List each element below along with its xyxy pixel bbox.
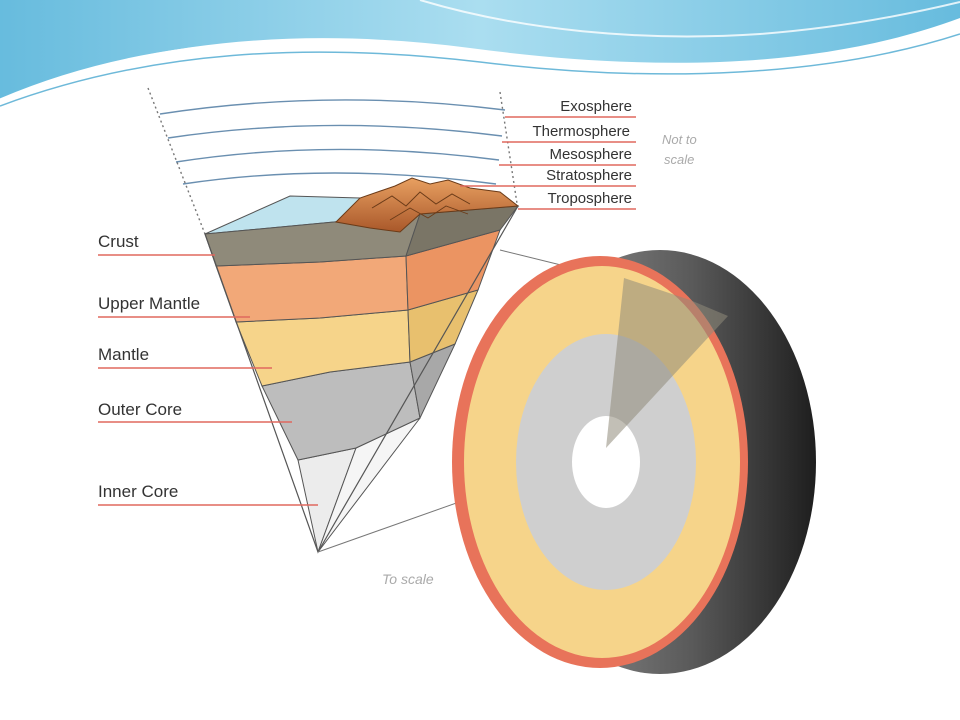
label-outer-core: Outer Core bbox=[98, 400, 182, 419]
atmosphere-label-lines bbox=[460, 116, 636, 210]
label-inner-core: Inner Core bbox=[98, 482, 178, 501]
scale-notes: Not to scale To scale bbox=[382, 132, 697, 587]
label-mesosphere: Mesosphere bbox=[549, 146, 632, 163]
label-troposphere: Troposphere bbox=[548, 190, 633, 207]
earth-label-lines bbox=[98, 254, 318, 506]
header-wave-decoration bbox=[0, 0, 960, 107]
label-thermosphere: Thermosphere bbox=[532, 123, 630, 140]
atmosphere-labels: Exosphere Thermosphere Mesosphere Strato… bbox=[532, 98, 632, 207]
label-exosphere: Exosphere bbox=[560, 98, 632, 115]
atmosphere-arcs bbox=[147, 87, 519, 235]
label-mantle: Mantle bbox=[98, 345, 149, 364]
note-not-to-scale-line1: Not to bbox=[662, 132, 697, 147]
note-to-scale: To scale bbox=[382, 571, 434, 587]
label-stratosphere: Stratosphere bbox=[546, 167, 632, 184]
label-crust: Crust bbox=[98, 232, 139, 251]
label-upper-mantle: Upper Mantle bbox=[98, 294, 200, 313]
earth-labels: Crust Upper Mantle Mantle Outer Core Inn… bbox=[98, 232, 200, 501]
note-not-to-scale-line2: scale bbox=[664, 152, 694, 167]
earth-sphere-section bbox=[452, 250, 816, 674]
earth-wedge bbox=[204, 177, 520, 554]
